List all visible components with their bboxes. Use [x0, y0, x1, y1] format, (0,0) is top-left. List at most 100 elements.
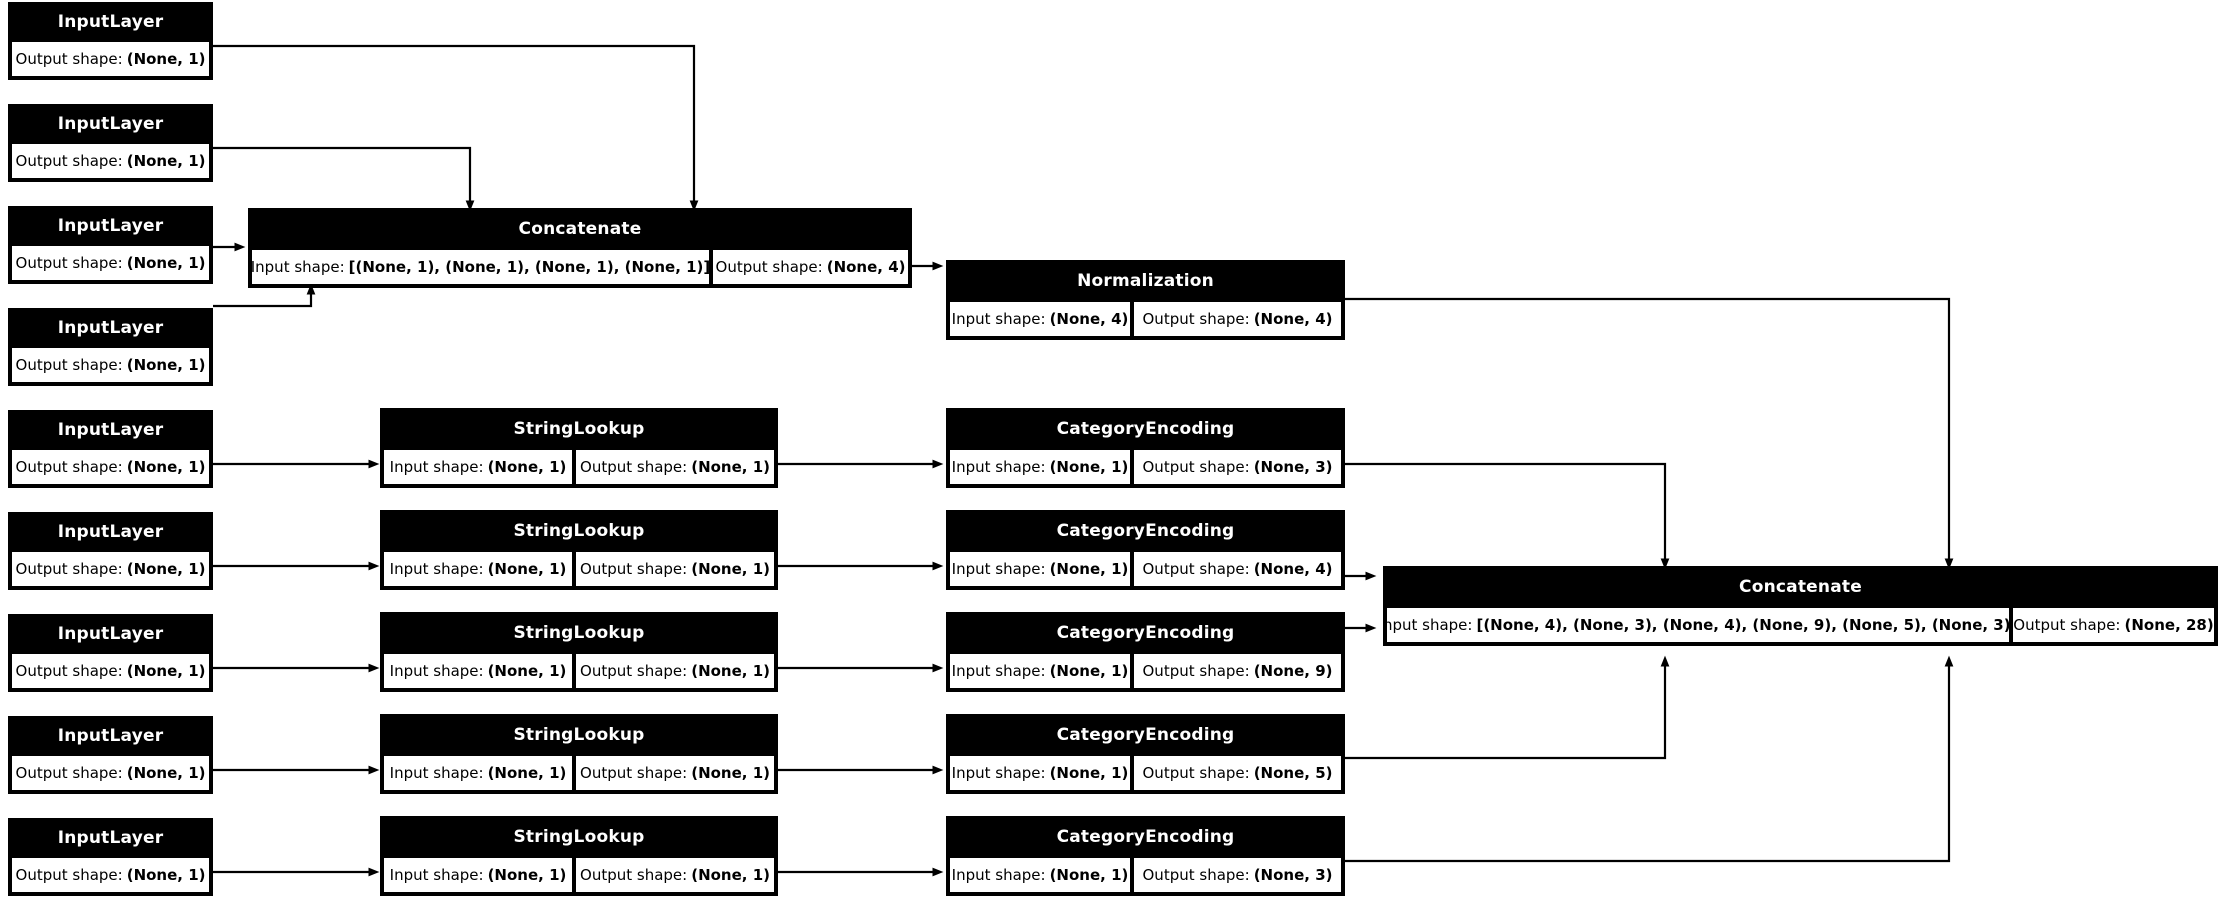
input-shape-label: Input shape:: [951, 458, 1046, 476]
output-shape-cell: Output shape: (None, 1): [574, 448, 776, 486]
output-shape-cell: Output shape: (None, 1): [10, 652, 211, 690]
edge-norm1-concat2: [1345, 297, 1954, 570]
input-shape-label: Input shape:: [951, 764, 1046, 782]
output-shape-value: (None, 3): [1253, 458, 1333, 476]
output-shape-cell: Output shape: (None, 3): [1132, 856, 1343, 894]
output-shape-cell: Output shape: (None, 1): [10, 346, 211, 384]
input-shape-label: Input shape:: [1385, 616, 1473, 634]
output-shape-value: (None, 1): [126, 254, 206, 272]
node-title: CategoryEncoding: [948, 716, 1343, 754]
output-shape-cell: Output shape: (None, 4): [711, 248, 910, 286]
node-shape-row: Output shape: (None, 1): [10, 550, 211, 588]
edge-catenc5-concat2: [1345, 655, 1954, 863]
node-title: InputLayer: [10, 718, 211, 754]
input-shape-value: [(None, 1), (None, 1), (None, 1), (None,…: [348, 258, 711, 276]
node-shape-row: Input shape: [(None, 4), (None, 3), (Non…: [1385, 606, 2216, 644]
node-input-layer-3[interactable]: InputLayer Output shape: (None, 1): [8, 206, 213, 284]
output-shape-label: Output shape:: [1142, 310, 1250, 328]
node-input-layer-2[interactable]: InputLayer Output shape: (None, 1): [8, 104, 213, 182]
input-shape-cell: Input shape: (None, 1): [382, 550, 574, 588]
node-title: InputLayer: [10, 820, 211, 856]
input-shape-label: Input shape:: [389, 866, 484, 884]
node-category-encoding-2[interactable]: CategoryEncoding Input shape: (None, 1) …: [946, 510, 1345, 590]
output-shape-cell: Output shape: (None, 1): [574, 856, 776, 894]
node-title: StringLookup: [382, 410, 776, 448]
node-shape-row: Input shape: (None, 4) Output shape: (No…: [948, 300, 1343, 338]
input-shape-value: (None, 1): [487, 662, 567, 680]
output-shape-cell: Output shape: (None, 1): [10, 244, 211, 282]
output-shape-value: (None, 3): [1253, 866, 1333, 884]
output-shape-label: Output shape:: [580, 458, 688, 476]
output-shape-label: Output shape:: [15, 152, 123, 170]
output-shape-value: (None, 1): [126, 152, 206, 170]
node-category-encoding-4[interactable]: CategoryEncoding Input shape: (None, 1) …: [946, 714, 1345, 794]
input-shape-cell: Input shape: (None, 1): [382, 448, 574, 486]
node-shape-row: Output shape: (None, 1): [10, 856, 211, 894]
output-shape-label: Output shape:: [15, 662, 123, 680]
output-shape-cell: Output shape: (None, 1): [10, 40, 211, 78]
node-category-encoding-3[interactable]: CategoryEncoding Input shape: (None, 1) …: [946, 612, 1345, 692]
output-shape-label: Output shape:: [580, 560, 688, 578]
node-input-layer-7[interactable]: InputLayer Output shape: (None, 1): [8, 614, 213, 692]
node-title: InputLayer: [10, 514, 211, 550]
node-shape-row: Input shape: (None, 1) Output shape: (No…: [948, 754, 1343, 792]
node-normalization[interactable]: Normalization Input shape: (None, 4) Out…: [946, 260, 1345, 340]
node-input-layer-5[interactable]: InputLayer Output shape: (None, 1): [8, 410, 213, 488]
input-shape-cell: Input shape: (None, 1): [382, 856, 574, 894]
input-shape-label: Input shape:: [951, 662, 1046, 680]
output-shape-cell: Output shape: (None, 1): [574, 652, 776, 690]
output-shape-label: Output shape:: [1142, 662, 1250, 680]
node-title: InputLayer: [10, 106, 211, 142]
output-shape-cell: Output shape: (None, 1): [10, 856, 211, 894]
node-shape-row: Input shape: (None, 1) Output shape: (No…: [382, 448, 776, 486]
output-shape-label: Output shape:: [580, 866, 688, 884]
output-shape-label: Output shape:: [580, 662, 688, 680]
edge-catenc1-concat2: [1345, 462, 1670, 570]
output-shape-value: (None, 1): [126, 458, 206, 476]
node-input-layer-4[interactable]: InputLayer Output shape: (None, 1): [8, 308, 213, 386]
node-string-lookup-1[interactable]: StringLookup Input shape: (None, 1) Outp…: [380, 408, 778, 488]
output-shape-value: (None, 4): [826, 258, 906, 276]
node-category-encoding-1[interactable]: CategoryEncoding Input shape: (None, 1) …: [946, 408, 1345, 488]
input-shape-label: Input shape:: [951, 560, 1046, 578]
output-shape-value: (None, 1): [691, 458, 770, 476]
input-shape-value: (None, 1): [487, 866, 567, 884]
input-shape-label: Input shape:: [951, 866, 1046, 884]
input-shape-value: (None, 1): [487, 764, 567, 782]
node-input-layer-9[interactable]: InputLayer Output shape: (None, 1): [8, 818, 213, 896]
input-shape-value: (None, 1): [1049, 764, 1129, 782]
node-title: InputLayer: [10, 4, 211, 40]
output-shape-cell: Output shape: (None, 9): [1132, 652, 1343, 690]
node-input-layer-8[interactable]: InputLayer Output shape: (None, 1): [8, 716, 213, 794]
node-string-lookup-3[interactable]: StringLookup Input shape: (None, 1) Outp…: [380, 612, 778, 692]
output-shape-label: Output shape:: [15, 254, 123, 272]
edge-input1-concat1: [213, 44, 699, 212]
node-concatenate-2[interactable]: Concatenate Input shape: [(None, 4), (No…: [1383, 566, 2218, 646]
node-string-lookup-4[interactable]: StringLookup Input shape: (None, 1) Outp…: [380, 714, 778, 794]
node-title: InputLayer: [10, 310, 211, 346]
output-shape-cell: Output shape: (None, 4): [1132, 550, 1343, 588]
input-shape-cell: Input shape: (None, 1): [948, 754, 1132, 792]
node-string-lookup-5[interactable]: StringLookup Input shape: (None, 1) Outp…: [380, 816, 778, 896]
node-shape-row: Input shape: (None, 1) Output shape: (No…: [382, 550, 776, 588]
node-shape-row: Input shape: (None, 1) Output shape: (No…: [948, 448, 1343, 486]
output-shape-label: Output shape:: [1142, 866, 1250, 884]
input-shape-cell: Input shape: (None, 4): [948, 300, 1132, 338]
node-title: InputLayer: [10, 616, 211, 652]
node-title: CategoryEncoding: [948, 512, 1343, 550]
node-string-lookup-2[interactable]: StringLookup Input shape: (None, 1) Outp…: [380, 510, 778, 590]
output-shape-value: (None, 1): [126, 866, 206, 884]
node-title: Concatenate: [250, 210, 910, 248]
input-shape-value: (None, 1): [487, 560, 567, 578]
node-input-layer-6[interactable]: InputLayer Output shape: (None, 1): [8, 512, 213, 590]
output-shape-cell: Output shape: (None, 4): [1132, 300, 1343, 338]
output-shape-cell: Output shape: (None, 1): [574, 754, 776, 792]
node-category-encoding-5[interactable]: CategoryEncoding Input shape: (None, 1) …: [946, 816, 1345, 896]
input-shape-value: (None, 1): [1049, 866, 1129, 884]
node-concatenate-1[interactable]: Concatenate Input shape: [(None, 1), (No…: [248, 208, 912, 288]
output-shape-label: Output shape:: [2013, 616, 2121, 634]
node-input-layer-1[interactable]: InputLayer Output shape: (None, 1): [8, 2, 213, 80]
node-title: StringLookup: [382, 614, 776, 652]
output-shape-cell: Output shape: (None, 1): [10, 142, 211, 180]
node-shape-row: Input shape: (None, 1) Output shape: (No…: [382, 652, 776, 690]
